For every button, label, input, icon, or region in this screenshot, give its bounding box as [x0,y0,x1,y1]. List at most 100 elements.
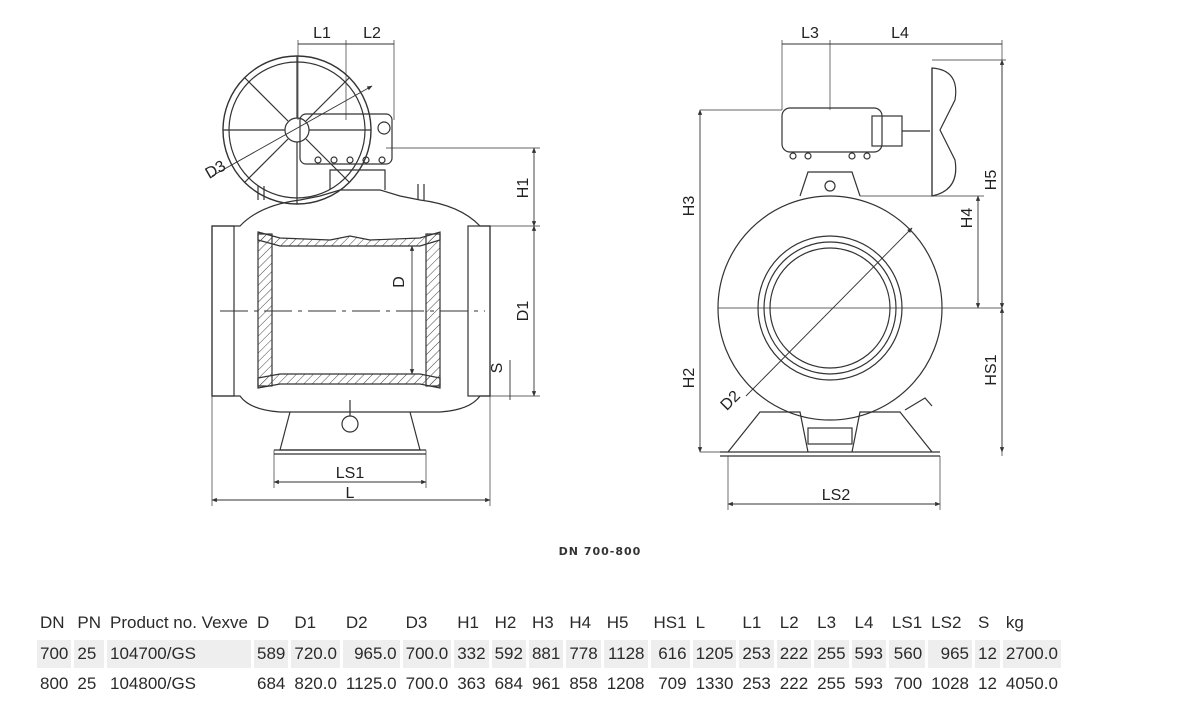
table-cell: 255 [814,640,849,668]
table-cell: 720.0 [291,640,340,668]
column-header: L [695,613,706,632]
top-wall-section [257,231,441,247]
column-header: D3 [405,613,428,632]
table-cell: 881 [528,640,564,668]
column-header: PN [77,613,101,632]
table-cell: 593 [854,674,883,693]
table-header-row: DN PN Product no. Vexve D D1 D2 D3 H1 H2 H3 H4 H5 HS… [37,608,1061,638]
table-cell: 104800/GS [110,674,197,693]
label-ls2: LS2 [822,487,851,504]
handwheel-side [931,67,957,197]
label-d1: D1 [515,301,532,322]
label-l1: L1 [313,25,331,42]
table-cell: 1330 [695,674,734,693]
label-h5: H5 [983,170,1000,191]
bottom-wall-section [257,373,441,389]
table-cell: 965 [928,640,972,668]
table-cell: 1208 [606,674,645,693]
column-header: L2 [779,613,799,632]
column-header: L1 [742,613,762,632]
front-view [697,40,1006,510]
table-cell: 592 [491,640,526,668]
label-l: L [346,485,355,502]
table-cell: 4050.0 [1005,674,1058,693]
label-s: S [489,363,506,374]
table-cell: 222 [779,674,809,693]
label-d: D [391,276,408,288]
table-cell: 858 [569,674,598,693]
label-ls1: LS1 [336,465,365,482]
right-pipe-end [467,225,491,397]
label-l3: L3 [801,25,819,42]
label-h4: H4 [959,208,976,229]
side-view [211,40,540,506]
label-d2: D2 [718,388,745,415]
table-cell: 684 [256,674,286,693]
column-header: H1 [457,613,479,632]
column-header: H4 [569,613,592,632]
column-header: LS1 [891,613,923,632]
table-cell: 25 [74,640,104,668]
table-cell: 253 [742,674,771,693]
label-d3: D3 [203,158,229,183]
table-cell: 684 [494,674,523,693]
table-cell: 709 [658,674,687,693]
label-l2: L2 [363,25,381,42]
spec-table: DN PN Product no. Vexve D D1 D2 D3 H1 H2 H3 H4 H5 HS… [34,606,1064,700]
drawing-caption: DN 700-800 [558,545,642,558]
column-header: kg [1005,613,1024,632]
label-hs1: HS1 [983,354,1000,385]
support-stand [279,411,421,451]
column-header: DN [40,613,65,632]
label-h2: H2 [681,368,698,389]
support-stand-front [727,411,933,453]
table-cell: 700 [37,640,72,668]
table-cell: 778 [566,640,601,668]
table-cell: 961 [531,674,561,693]
table-cell: 255 [817,674,846,693]
table-cell: 965.0 [342,640,400,668]
table-cell: 616 [650,640,690,668]
column-header: L3 [817,613,837,632]
table-cell: 700.0 [402,640,452,668]
table-cell: 589 [253,640,289,668]
column-header: H3 [531,613,554,632]
column-header: H5 [606,613,629,632]
column-header: D2 [345,613,368,632]
right-seat [425,233,441,387]
table-cell: 2700.0 [1002,640,1061,668]
table-cell: 332 [454,640,489,668]
table-cell: 12 [975,640,1000,668]
table-cell: 12 [978,674,997,693]
table-cell: 363 [457,674,486,693]
column-header: S [978,613,990,632]
table-cell: 820.0 [294,674,337,693]
gear-box-front [781,107,883,153]
column-header: LS2 [931,613,962,632]
valve-technical-drawing: L1 L2 D3 H1 D1 D S LS1 L [203,25,1006,510]
table-cell: 25 [77,674,97,693]
column-header: H2 [494,613,517,632]
left-seat [257,233,273,387]
table-cell: 560 [888,640,926,668]
column-header: D [256,613,270,632]
table-cell: 222 [776,640,812,668]
column-header: L4 [854,613,874,632]
column-header: Product no. Vexve [110,613,248,632]
handwheel-hub [284,117,310,143]
table-cell: 800 [40,674,69,693]
column-header: HS1 [653,613,687,632]
table-cell: 253 [739,640,774,668]
column-header: D1 [294,613,317,632]
label-l4: L4 [891,25,909,42]
label-h1: H1 [515,178,532,199]
table-cell: 700 [893,674,923,693]
table-cell: 1205 [692,640,737,668]
table-cell: 1128 [603,640,648,668]
label-h3: H3 [681,196,698,217]
table-cell: 593 [851,640,886,668]
table-cell: 700.0 [405,674,449,693]
gear-box [299,113,393,165]
